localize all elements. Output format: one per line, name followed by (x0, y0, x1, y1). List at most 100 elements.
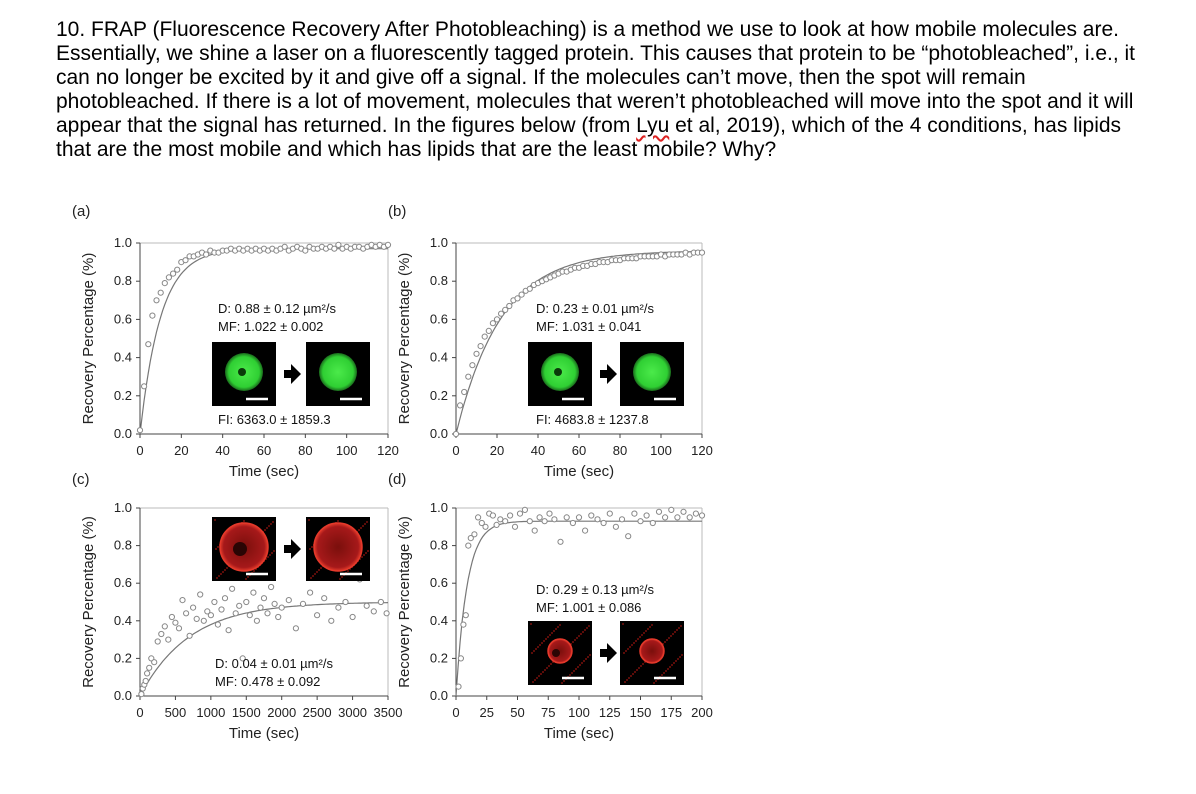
speckle (531, 652, 533, 654)
speckle (218, 575, 220, 577)
speckle (535, 648, 537, 650)
data-point (518, 291, 525, 298)
speckle (681, 654, 683, 656)
data-point (467, 535, 474, 542)
speckle (674, 631, 676, 633)
x-tick-label: 80 (298, 443, 312, 458)
speckle (637, 638, 639, 640)
spellcheck-flagged-word[interactable]: Lyu (636, 114, 670, 137)
speckle (548, 665, 550, 667)
data-point (207, 612, 214, 619)
green-vesicle (633, 353, 671, 391)
data-point (138, 691, 145, 698)
speckle (553, 630, 555, 632)
speckle (542, 671, 544, 673)
speckle (215, 548, 217, 550)
speckle (314, 573, 316, 575)
speckle (639, 636, 641, 638)
bleach-spot (238, 368, 246, 376)
y-tick-label: 0.8 (114, 538, 132, 553)
data-point (232, 610, 239, 617)
data-point (546, 510, 553, 517)
speckle (676, 629, 678, 631)
speckle (337, 520, 339, 522)
speckle (550, 663, 552, 665)
data-point (511, 523, 519, 530)
data-point (136, 427, 144, 434)
data-point (481, 333, 488, 340)
speckle (673, 662, 675, 664)
speckle (224, 569, 226, 571)
speckle (655, 680, 657, 682)
x-axis-label: Time (sec) (229, 725, 299, 742)
data-point (314, 612, 321, 619)
data-point (239, 655, 246, 662)
speckle (666, 639, 668, 641)
x-tick-label: 80 (613, 443, 627, 458)
speckle (680, 625, 682, 627)
x-tick-label: 75 (541, 705, 555, 720)
speckle (626, 679, 628, 681)
data-point (161, 280, 168, 287)
inset-before-image (212, 342, 276, 406)
data-point (363, 602, 370, 609)
panel-label: (c) (72, 471, 90, 488)
y-tick-label: 0.0 (114, 688, 132, 703)
data-point (551, 516, 558, 523)
y-tick-label: 1.0 (114, 235, 132, 250)
speckle (624, 681, 626, 683)
data-point (384, 241, 392, 248)
speckle (320, 567, 322, 569)
speckle (632, 673, 634, 675)
data-point (506, 302, 513, 310)
data-point (594, 516, 601, 523)
x-tick-label: 1000 (196, 705, 225, 720)
data-point (321, 595, 328, 602)
speckle (312, 575, 314, 577)
speckle (318, 569, 320, 571)
speckle (266, 527, 268, 529)
data-point (174, 266, 181, 273)
speckle (268, 525, 270, 527)
red-vesicle (313, 522, 363, 572)
x-tick-label: 25 (480, 705, 494, 720)
data-point (477, 343, 484, 350)
speckle (532, 681, 534, 683)
data-point (302, 247, 309, 254)
speckle (653, 682, 655, 684)
speckle (628, 677, 630, 679)
data-point (680, 508, 687, 515)
x-tick-label: 60 (572, 443, 586, 458)
speckle (347, 570, 349, 572)
data-point (243, 598, 250, 606)
y-tick-label: 0.4 (114, 350, 132, 365)
speckle (214, 519, 216, 521)
x-tick-label: 40 (215, 443, 229, 458)
speckle (541, 642, 543, 644)
y-tick-label: 0.2 (114, 388, 132, 403)
data-point (582, 527, 589, 534)
data-point (225, 627, 232, 634)
speckle (226, 567, 228, 569)
speckle (536, 677, 538, 679)
data-point (190, 604, 197, 611)
data-point (457, 655, 464, 662)
speckle (578, 635, 580, 637)
data-point (674, 514, 681, 521)
speckle (538, 675, 540, 677)
speckle (668, 637, 670, 639)
y-tick-label: 0.4 (430, 350, 448, 365)
data-point (221, 595, 229, 602)
speckle (582, 631, 584, 633)
speckle (670, 635, 672, 637)
y-tick-label: 0.0 (114, 426, 132, 441)
data-point (662, 514, 669, 521)
data-point (186, 632, 193, 639)
data-point (502, 518, 509, 525)
y-axis-label: Recovery Percentage (%) (80, 516, 97, 688)
green-vesicle (319, 353, 357, 391)
speckle (640, 665, 642, 667)
data-point (521, 506, 529, 513)
data-point (377, 598, 384, 606)
